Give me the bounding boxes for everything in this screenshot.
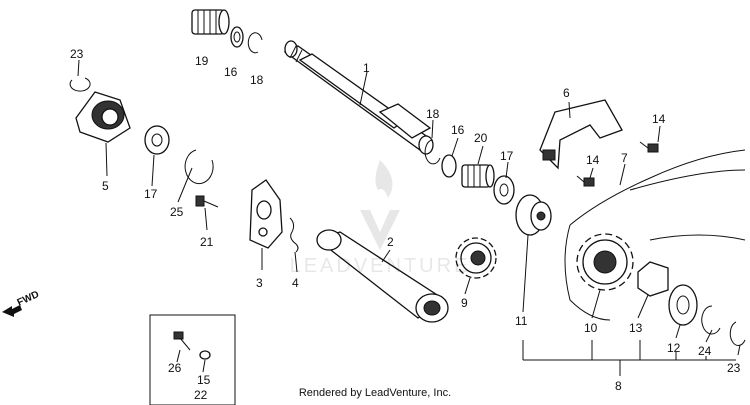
bolt-21 — [195, 195, 219, 208]
leadventure-watermark: LEADVENTURE — [250, 140, 510, 280]
callout-25: 25 — [170, 205, 184, 219]
callout-11: 11 — [515, 314, 528, 328]
callout-23-left: 23 — [70, 47, 84, 61]
callout-24: 24 — [698, 344, 712, 358]
callout-14-upper: 14 — [652, 112, 666, 126]
callout-15: 15 — [197, 373, 211, 387]
bolt-26 — [173, 331, 191, 351]
callout-17-right: 17 — [500, 149, 514, 163]
callout-21: 21 — [200, 235, 214, 249]
washer-17-right — [493, 175, 515, 205]
circlip-23-right — [729, 321, 746, 346]
callout-6: 6 — [563, 86, 570, 100]
callout-5: 5 — [102, 179, 109, 193]
shift-drum-2 — [316, 229, 449, 323]
svg-text:LEADVENTURE: LEADVENTURE — [290, 255, 471, 277]
stopper-plate-3 — [249, 179, 283, 249]
needle-bearing-top — [191, 9, 230, 35]
callout-22: 22 — [194, 388, 208, 402]
fwd-label: FWD — [16, 290, 41, 309]
callout-26: 26 — [168, 361, 182, 375]
callout-20: 20 — [474, 131, 488, 145]
needle-bearing-20 — [461, 164, 495, 188]
callout-17-left: 17 — [144, 187, 158, 201]
circlip-18-right — [424, 139, 441, 165]
bolt-14-lower — [576, 175, 595, 187]
callout-4: 4 — [292, 276, 299, 290]
callout-18-right: 18 — [426, 107, 440, 121]
circlip-23-left — [69, 77, 91, 92]
circlip-25 — [184, 149, 214, 185]
washer-12 — [668, 284, 698, 326]
collar-5 — [75, 91, 131, 143]
washer-16-right — [441, 154, 457, 178]
chain-guard-6 — [539, 99, 623, 170]
callout-16-right: 16 — [451, 123, 465, 137]
inset-box — [149, 314, 236, 405]
main-shaft — [283, 40, 434, 155]
bolt-14-upper — [639, 141, 659, 153]
fwd-arrow-icon — [2, 305, 22, 317]
callout-labels: 1 2 3 4 5 6 7 8 9 10 11 12 13 14 14 15 1… — [70, 47, 741, 402]
callout-23-right: 23 — [727, 361, 741, 375]
callout-10: 10 — [584, 321, 598, 335]
callout-19: 19 — [195, 54, 209, 68]
circlip-18-top — [247, 32, 263, 54]
callout-18-top: 18 — [250, 73, 264, 87]
washer-17-left — [144, 125, 170, 155]
hub-flange-11 — [515, 194, 552, 236]
callout-7: 7 — [621, 151, 628, 165]
callout-3: 3 — [256, 276, 263, 290]
callout-9: 9 — [461, 296, 468, 310]
callout-12: 12 — [667, 341, 681, 355]
washer-16-top — [230, 26, 244, 48]
footer-credit: Rendered by LeadVenture, Inc. — [298, 387, 452, 399]
flame-logo-icon: LEADVENTURE — [290, 160, 471, 277]
washer-15 — [199, 350, 211, 360]
cotter-13 — [637, 261, 669, 297]
spring-4 — [289, 217, 299, 253]
callout-13: 13 — [629, 321, 643, 335]
drive-chain-7 — [564, 149, 746, 321]
callout-2: 2 — [387, 235, 394, 249]
sprocket-10 — [576, 233, 634, 291]
callout-16-top: 16 — [224, 65, 238, 79]
sprocket-9 — [455, 237, 497, 279]
callout-1: 1 — [363, 61, 370, 75]
callout-8: 8 — [615, 379, 622, 393]
leader-lines — [77, 59, 741, 376]
circlip-24 — [701, 305, 721, 335]
forward-direction-indicator: FWD — [0, 289, 60, 320]
callout-14-lower: 14 — [586, 153, 600, 167]
